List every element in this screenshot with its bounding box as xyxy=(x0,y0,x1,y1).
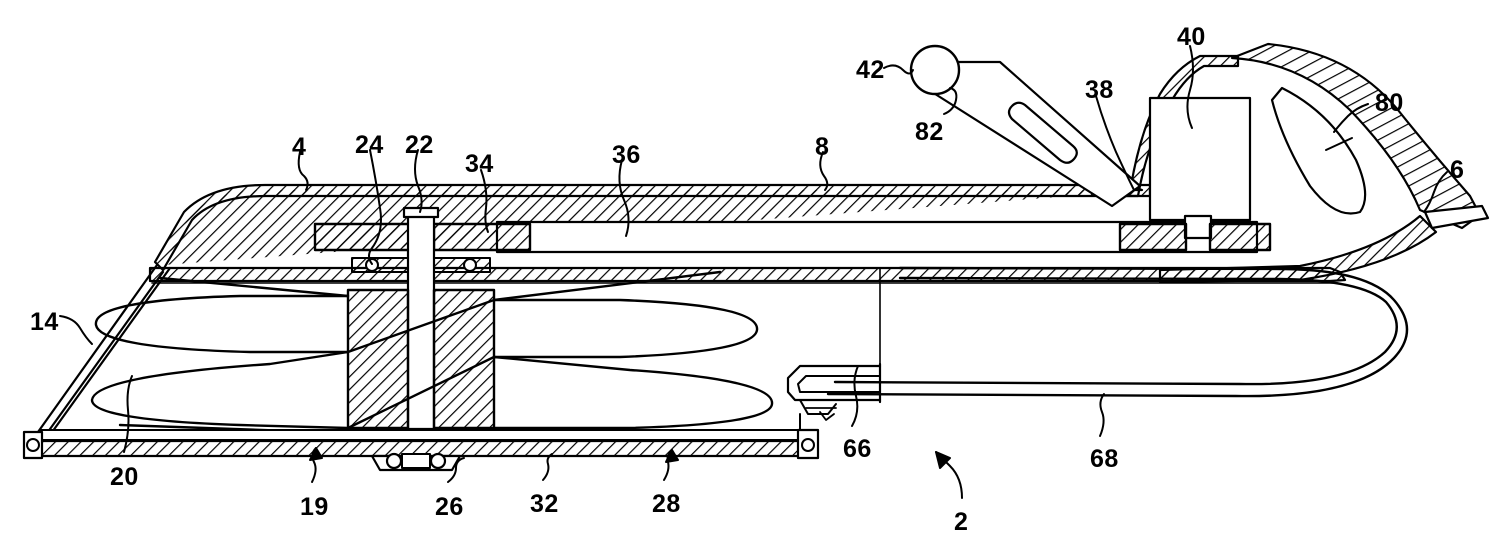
left-end-upright-14 xyxy=(36,263,172,438)
roller-assembly-26 xyxy=(370,452,462,472)
ref-label-40: 40 xyxy=(1177,23,1206,51)
post-collar-hardware xyxy=(351,257,491,273)
ref-label-22: 22 xyxy=(405,131,434,159)
ref-label-14: 14 xyxy=(30,308,59,336)
lower-hatched-block-left xyxy=(346,288,410,430)
lever-arm-82 xyxy=(930,60,1142,208)
hatched-plate-24 xyxy=(313,222,413,252)
ref-label-68: 68 xyxy=(1090,445,1119,473)
hatched-plate-34 xyxy=(432,222,532,252)
ref-label-42: 42 xyxy=(856,56,885,84)
coil-spring-20 xyxy=(90,270,774,435)
ref-label-36: 36 xyxy=(612,141,641,169)
ref-label-80: 80 xyxy=(1375,89,1404,117)
block-base-plate xyxy=(1118,222,1272,252)
leader-lines xyxy=(59,45,1448,499)
nose-section-80 xyxy=(1158,42,1490,284)
ref-label-20: 20 xyxy=(110,463,139,491)
ref-label-32: 32 xyxy=(530,490,559,518)
ref-label-26: 26 xyxy=(435,493,464,521)
ref-label-6: 6 xyxy=(1450,156,1465,184)
base-rail-assembly xyxy=(22,428,820,460)
ref-label-8: 8 xyxy=(815,133,830,161)
ref-label-2: 2 xyxy=(954,508,969,536)
ref-label-34: 34 xyxy=(465,150,494,178)
lower-shell-68 xyxy=(826,266,1409,398)
upright-block-40 xyxy=(1148,96,1252,240)
ref-label-4: 4 xyxy=(292,133,307,161)
ref-label-28: 28 xyxy=(652,490,681,518)
ref-label-24: 24 xyxy=(355,131,384,159)
hook-bracket-66 xyxy=(786,267,882,431)
ref-label-38: 38 xyxy=(1085,76,1114,104)
ref-label-19: 19 xyxy=(300,493,329,521)
ref-label-66: 66 xyxy=(843,435,872,463)
ball-knob-42 xyxy=(909,44,961,96)
ref-label-82: 82 xyxy=(915,118,944,146)
lower-hatched-block-right xyxy=(432,288,496,430)
